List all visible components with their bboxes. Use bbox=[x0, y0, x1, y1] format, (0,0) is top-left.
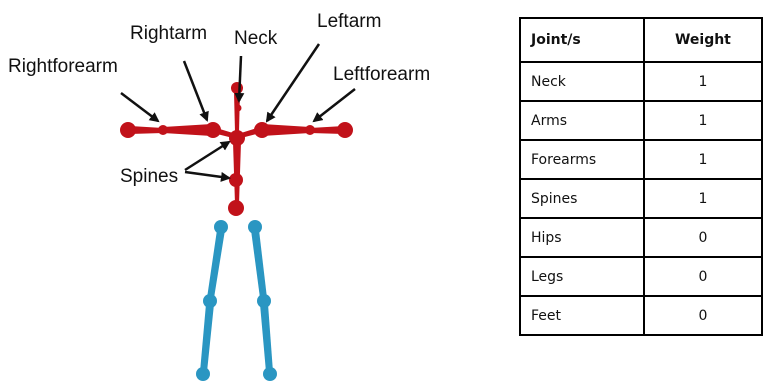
label-leftarm: Leftarm bbox=[317, 11, 381, 32]
joint-cell: Feet bbox=[520, 296, 644, 335]
table-row: Feet 0 bbox=[520, 296, 762, 335]
weight-cell: 1 bbox=[644, 62, 762, 101]
joint-cell: Arms bbox=[520, 101, 644, 140]
upper-body bbox=[120, 82, 353, 216]
label-spines: Spines bbox=[120, 166, 178, 187]
header-weight: Weight bbox=[644, 18, 762, 62]
label-rightforearm: Rightforearm bbox=[8, 56, 118, 77]
right-arm-bone bbox=[163, 124, 212, 136]
label-rightarm: Rightarm bbox=[130, 23, 207, 44]
left-thigh-bone bbox=[251, 230, 267, 298]
left-shin-bone bbox=[260, 304, 273, 372]
weight-cell: 0 bbox=[644, 218, 762, 257]
arrow-spines-upper bbox=[185, 142, 229, 170]
joint-cell: Hips bbox=[520, 218, 644, 257]
table-row: Neck 1 bbox=[520, 62, 762, 101]
label-leftforearm: Leftforearm bbox=[333, 64, 430, 85]
neck-joint bbox=[235, 105, 242, 112]
joint-weight-table: Joint/s Weight Neck 1 Arms 1 Forearms 1 … bbox=[519, 17, 763, 336]
right-thigh-bone bbox=[207, 230, 225, 298]
table-header-row: Joint/s Weight bbox=[520, 18, 762, 62]
table-row: Spines 1 bbox=[520, 179, 762, 218]
table-row: Hips 0 bbox=[520, 218, 762, 257]
left-ankle-joint bbox=[263, 367, 277, 381]
lower-body bbox=[196, 220, 277, 381]
weight-cell: 0 bbox=[644, 296, 762, 335]
table-row: Arms 1 bbox=[520, 101, 762, 140]
joint-cell: Legs bbox=[520, 257, 644, 296]
spine-joint bbox=[229, 173, 243, 187]
header-joints: Joint/s bbox=[520, 18, 644, 62]
arrow-neck bbox=[239, 56, 241, 101]
joint-cell: Forearms bbox=[520, 140, 644, 179]
right-ankle-joint bbox=[196, 367, 210, 381]
arrow-rightforearm bbox=[121, 93, 158, 121]
weight-cell: 1 bbox=[644, 179, 762, 218]
weight-cell: 1 bbox=[644, 101, 762, 140]
joint-cell: Spines bbox=[520, 179, 644, 218]
hip-joint bbox=[228, 200, 244, 216]
skeleton-figure: Rightforearm Rightarm Neck Leftarm Leftf… bbox=[0, 0, 500, 385]
weight-cell: 1 bbox=[644, 140, 762, 179]
arrow-spines-lower bbox=[185, 172, 229, 178]
left-hand-joint bbox=[337, 122, 353, 138]
spine-bone bbox=[233, 142, 241, 204]
table-row: Legs 0 bbox=[520, 257, 762, 296]
weight-cell: 0 bbox=[644, 257, 762, 296]
arrow-leftforearm bbox=[314, 89, 355, 121]
arrow-rightarm bbox=[184, 61, 207, 120]
right-shin-bone bbox=[200, 304, 214, 372]
arrow-leftarm bbox=[267, 44, 319, 121]
table-row: Forearms 1 bbox=[520, 140, 762, 179]
left-arm-bone bbox=[262, 124, 310, 136]
label-neck: Neck bbox=[234, 28, 278, 49]
joint-cell: Neck bbox=[520, 62, 644, 101]
